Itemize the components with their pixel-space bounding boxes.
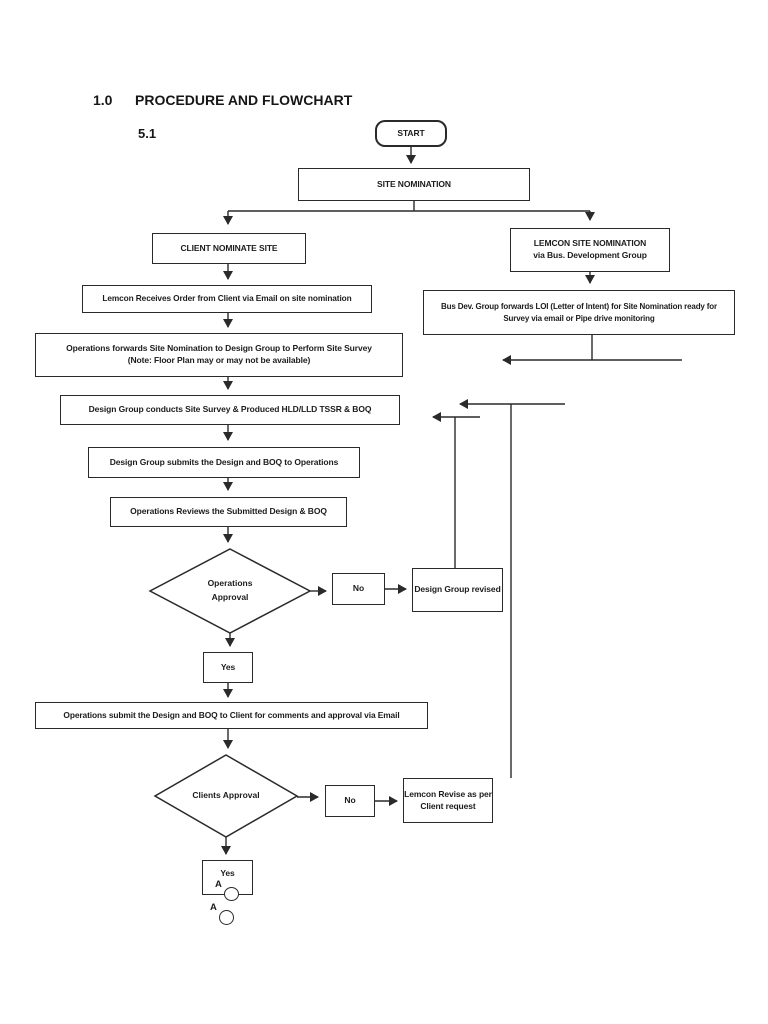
heading-number: 1.0 (93, 92, 113, 108)
yes-operations-box: Yes (203, 652, 253, 683)
design-revised-box: Design Group revised (412, 568, 503, 612)
page-title: PROCEDURE AND FLOWCHART (135, 92, 353, 108)
no-operations-label: No (352, 583, 365, 594)
design-conducts-label: Design Group conducts Site Survey & Prod… (88, 404, 372, 415)
bus-dev-loi-label-line2: Survey via email or Pipe drive monitorin… (503, 313, 655, 323)
offpage-connector-1-letter: A (215, 879, 222, 890)
operations-approval-diamond (148, 548, 312, 634)
operations-reviews-label: Operations Reviews the Submitted Design … (130, 506, 327, 517)
lemcon-revise-label-line1: Lemcon Revise as per (404, 788, 492, 799)
design-conducts-box: Design Group conducts Site Survey & Prod… (60, 395, 400, 425)
section-number: 5.1 (138, 126, 157, 141)
no-clients-label: No (344, 795, 356, 806)
lemcon-revise-box: Lemcon Revise as per Client request (403, 778, 493, 823)
operations-forwards-label-line1: Operations forwards Site Nomination to D… (66, 343, 372, 354)
clients-approval-diamond (153, 754, 299, 838)
lemcon-receives-box: Lemcon Receives Order from Client via Em… (82, 285, 372, 313)
site-nomination-box: SITE NOMINATION (298, 168, 530, 201)
operations-reviews-box: Operations Reviews the Submitted Design … (110, 497, 347, 527)
lemcon-site-nomination-label-line2: via Bus. Development Group (533, 250, 647, 260)
lemcon-site-nomination-label-line1: LEMCON SITE NOMINATION (533, 238, 647, 249)
no-operations-box: No (332, 573, 385, 605)
operations-approval-label: Operations Approval (165, 572, 295, 610)
bus-dev-loi-box: Bus Dev. Group forwards LOI (Letter of I… (423, 290, 735, 335)
lemcon-revise-label-line2: Client request (420, 800, 476, 811)
operations-submit-label: Operations submit the Design and BOQ to … (63, 709, 400, 720)
client-nominate-label: CLIENT NOMINATE SITE (180, 242, 278, 253)
clients-approval-label: Clients Approval (156, 788, 296, 804)
lemcon-receives-label: Lemcon Receives Order from Client via Em… (102, 293, 352, 304)
bus-dev-loi-label-line1: Bus Dev. Group forwards LOI (Letter of I… (440, 302, 718, 312)
operations-forwards-box: Operations forwards Site Nomination to D… (35, 333, 403, 377)
operations-approval-label-line1: Operations (207, 578, 253, 589)
design-submits-box: Design Group submits the Design and BOQ … (88, 447, 360, 478)
site-nomination-label: SITE NOMINATION (377, 178, 451, 189)
operations-forwards-label-line2: (Note: Floor Plan may or may not be avai… (127, 355, 311, 365)
operations-submit-box: Operations submit the Design and BOQ to … (35, 702, 428, 729)
design-revised-label: Design Group revised (414, 584, 501, 595)
start-label: START (397, 127, 425, 138)
offpage-connector-1-circle (224, 887, 239, 901)
operations-approval-label-line2: Approval (211, 592, 249, 602)
no-clients-box: No (325, 785, 375, 817)
offpage-connector-2-circle (219, 910, 234, 925)
offpage-connector-2-letter: A (210, 902, 217, 913)
yes-clients-label: Yes (220, 868, 235, 878)
start-node: START (375, 120, 447, 147)
design-submits-label: Design Group submits the Design and BOQ … (109, 456, 339, 467)
client-nominate-box: CLIENT NOMINATE SITE (152, 233, 306, 264)
clients-approval-label-text: Clients Approval (192, 790, 260, 801)
lemcon-site-nomination-box: LEMCON SITE NOMINATION via Bus. Developm… (510, 228, 670, 272)
yes-operations-label: Yes (220, 661, 236, 672)
